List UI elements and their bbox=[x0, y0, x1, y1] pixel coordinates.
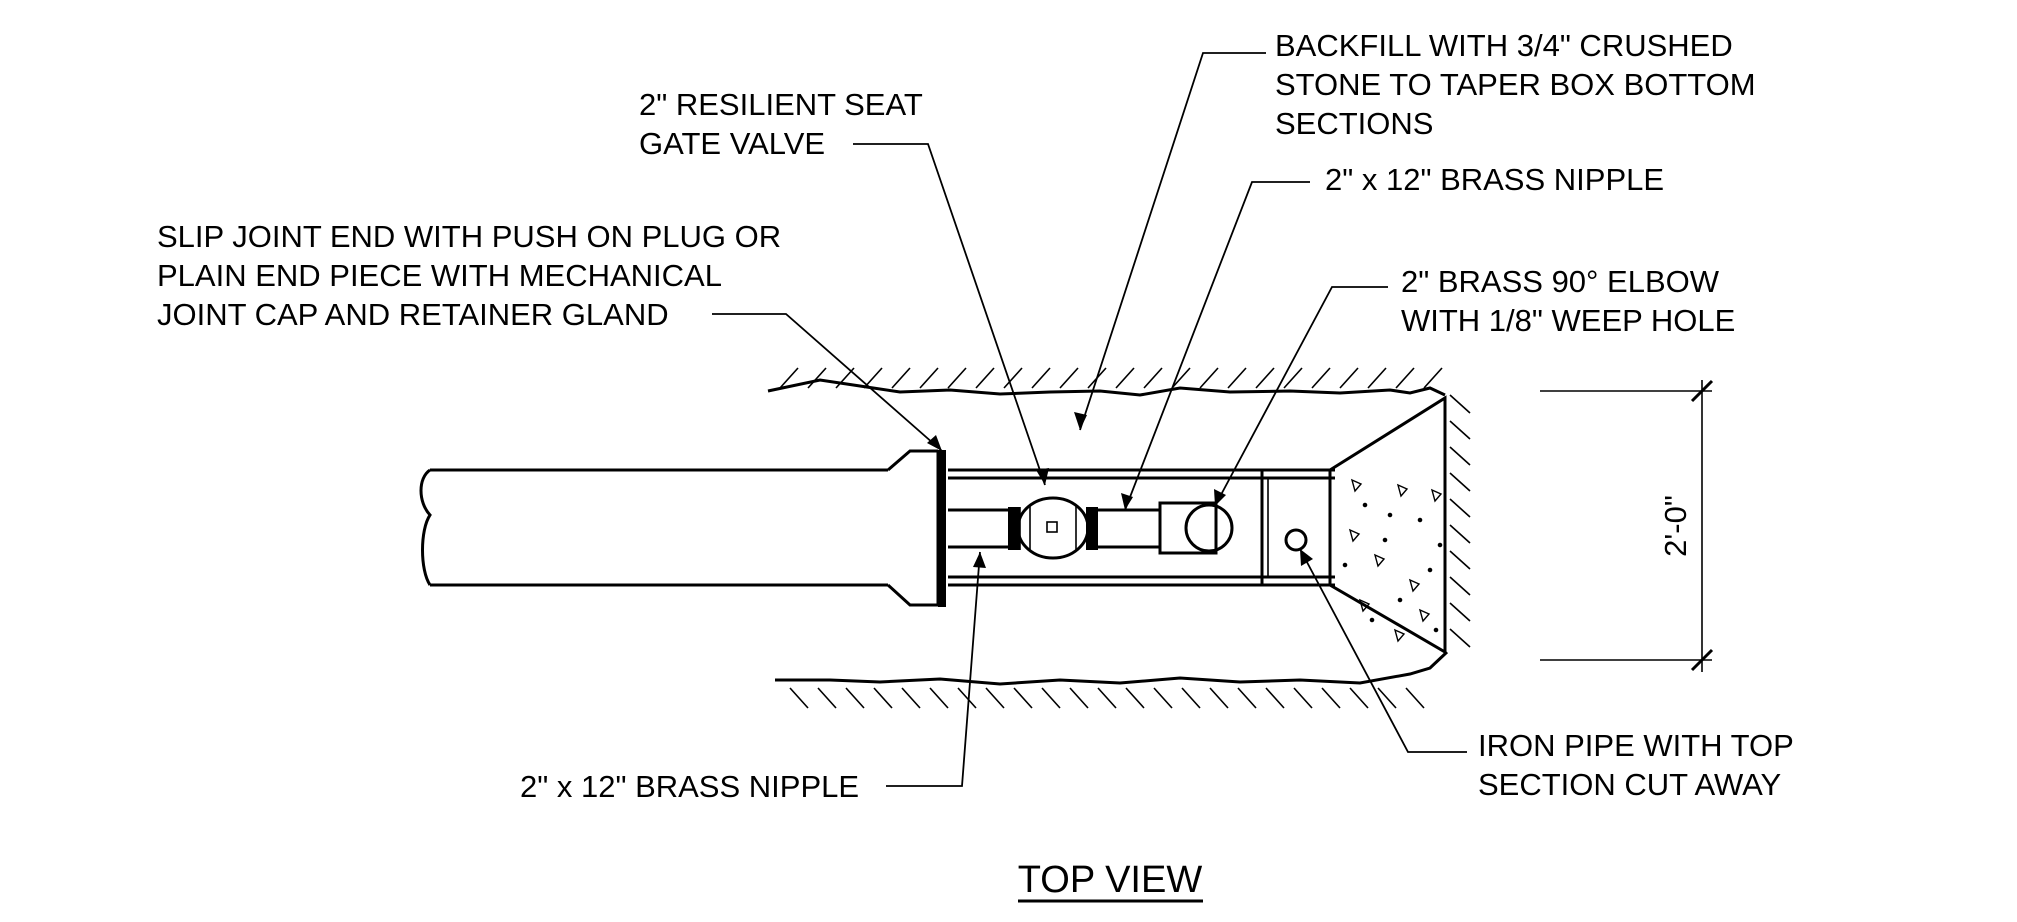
trench-edge-top bbox=[767, 378, 1446, 397]
svg-text:2" RESILIENT SEAT: 2" RESILIENT SEAT bbox=[639, 87, 923, 122]
svg-text:SLIP JOINT END WITH PUSH ON PL: SLIP JOINT END WITH PUSH ON PLUG OR bbox=[157, 219, 781, 254]
main-pipe bbox=[419, 449, 946, 607]
svg-text:JOINT CAP AND RETAINER GLAND: JOINT CAP AND RETAINER GLAND bbox=[157, 297, 669, 332]
callout-gate-valve: 2" RESILIENT SEAT GATE VALVE bbox=[639, 87, 923, 161]
svg-text:STONE TO TAPER BOX BOTTOM: STONE TO TAPER BOX BOTTOM bbox=[1275, 67, 1756, 102]
svg-text:WITH 1/8" WEEP HOLE: WITH 1/8" WEEP HOLE bbox=[1401, 303, 1735, 338]
soil-hatching bbox=[779, 367, 1471, 709]
trench-edge-bottom bbox=[775, 650, 1449, 686]
svg-text:SECTION CUT AWAY: SECTION CUT AWAY bbox=[1478, 767, 1781, 802]
callout-iron-pipe: IRON PIPE WITH TOP SECTION CUT AWAY bbox=[1478, 728, 1794, 802]
callout-brass-elbow: 2" BRASS 90° ELBOW WITH 1/8" WEEP HOLE bbox=[1401, 264, 1735, 338]
svg-text:2" x 12" BRASS NIPPLE: 2" x 12" BRASS NIPPLE bbox=[520, 769, 859, 804]
valve-assembly bbox=[948, 496, 1234, 560]
view-title: TOP VIEW bbox=[1018, 859, 1203, 903]
dimension-2ft: 2'-0" bbox=[1540, 379, 1714, 672]
svg-text:BACKFILL WITH 3/4" CRUSHED: BACKFILL WITH 3/4" CRUSHED bbox=[1275, 28, 1733, 63]
dimension-label: 2'-0" bbox=[1658, 495, 1693, 557]
crushed-stone-taper bbox=[1328, 395, 1447, 655]
svg-text:GATE VALVE: GATE VALVE bbox=[639, 126, 825, 161]
callout-slip-joint: SLIP JOINT END WITH PUSH ON PLUG OR PLAI… bbox=[157, 219, 781, 332]
callout-backfill: BACKFILL WITH 3/4" CRUSHED STONE TO TAPE… bbox=[1275, 28, 1756, 141]
iron-pipe-circle bbox=[1284, 528, 1308, 552]
valve-box bbox=[948, 468, 1335, 587]
svg-text:IRON PIPE WITH TOP: IRON PIPE WITH TOP bbox=[1478, 728, 1794, 763]
svg-text:PLAIN END PIECE WITH MECHANICA: PLAIN END PIECE WITH MECHANICAL bbox=[157, 258, 722, 293]
svg-text:SECTIONS: SECTIONS bbox=[1275, 106, 1433, 141]
callout-brass-nipple-lower: 2" x 12" BRASS NIPPLE bbox=[520, 769, 859, 804]
callout-brass-nipple-upper: 2" x 12" BRASS NIPPLE bbox=[1325, 162, 1664, 197]
svg-text:2" x 12" BRASS NIPPLE: 2" x 12" BRASS NIPPLE bbox=[1325, 162, 1664, 197]
svg-text:TOP VIEW: TOP VIEW bbox=[1018, 859, 1203, 901]
leader-arrowheads bbox=[927, 412, 1313, 568]
svg-text:2" BRASS 90° ELBOW: 2" BRASS 90° ELBOW bbox=[1401, 264, 1720, 299]
leader-lines bbox=[712, 52, 1467, 787]
